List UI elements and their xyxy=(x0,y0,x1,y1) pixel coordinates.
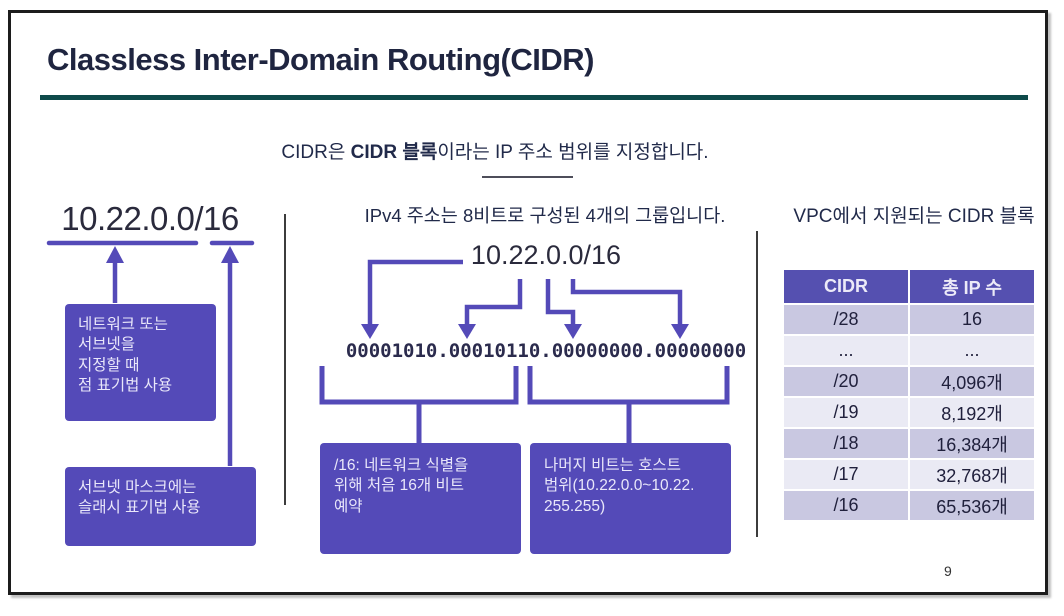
cell-total: 32,768개 xyxy=(910,460,1034,489)
note-slash-notation: 서브넷 마스크에는 슬래시 표기법 사용 xyxy=(65,467,256,546)
cell-total: 4,096개 xyxy=(910,367,1034,396)
table-row: /16 65,536개 xyxy=(784,491,1034,520)
cell-total: 16 xyxy=(910,305,1034,334)
note-dot-notation: 네트워크 또는 서브넷을 지정할 때 점 표기법 사용 xyxy=(65,304,216,421)
table-header-row: CIDR 총 IP 수 xyxy=(784,270,1034,303)
note-network-bits: /16: 네트워크 식별을 위해 처음 16개 비트 예약 xyxy=(320,443,521,554)
cell-total: 16,384개 xyxy=(910,429,1034,458)
subtitle-bold: CIDR 블록 xyxy=(350,142,438,163)
left-middle-divider xyxy=(284,214,286,505)
cell-cidr: ... xyxy=(784,336,908,365)
table-row: /17 32,768개 xyxy=(784,460,1034,489)
cell-cidr: /16 xyxy=(784,491,908,520)
table-row: /20 4,096개 xyxy=(784,367,1034,396)
cidr-table: CIDR 총 IP 수 /28 16 ... ... /20 4,096개 /1… xyxy=(782,268,1036,522)
vpc-cidr-heading: VPC에서 지원되는 CIDR 블록 xyxy=(793,206,1035,227)
table-row: /19 8,192개 xyxy=(784,398,1034,427)
ipv4-heading: IPv4 주소는 8비트로 구성된 4개의 그룹입니다. xyxy=(364,205,726,226)
cell-cidr: /18 xyxy=(784,429,908,458)
middle-right-divider xyxy=(756,231,758,537)
cell-cidr: /20 xyxy=(784,367,908,396)
table-row: /18 16,384개 xyxy=(784,429,1034,458)
cell-total: ... xyxy=(910,336,1034,365)
cell-total: 65,536개 xyxy=(910,491,1034,520)
slide-title: Classless Inter-Domain Routing(CIDR) xyxy=(47,42,594,77)
page-number: 9 xyxy=(944,563,952,579)
binary-octets-text: 00001010.00010110.00000000.00000000 xyxy=(345,340,747,362)
cell-cidr: /28 xyxy=(784,305,908,334)
cell-cidr: /17 xyxy=(784,460,908,489)
col-header-cidr: CIDR xyxy=(784,270,908,303)
left-cidr-text: 10.22.0.0/16 xyxy=(61,200,239,237)
col-header-total-ip: 총 IP 수 xyxy=(910,270,1034,303)
subtitle-post: 이라는 IP 주소 범위를 지정합니다. xyxy=(437,142,709,163)
subtitle-pre: CIDR은 xyxy=(281,142,351,163)
subtitle-underline xyxy=(482,176,573,178)
cell-total: 8,192개 xyxy=(910,398,1034,427)
title-rule xyxy=(40,95,1028,100)
note-host-bits: 나머지 비트는 호스트 범위(10.22.0.0~10.22. 255.255) xyxy=(530,443,731,554)
table-row: ... ... xyxy=(784,336,1034,365)
slide-subtitle: CIDR은 CIDR 블록이라는 IP 주소 범위를 지정합니다. xyxy=(215,137,775,164)
middle-cidr-text: 10.22.0.0/16 xyxy=(470,240,622,270)
table-row: /28 16 xyxy=(784,305,1034,334)
cell-cidr: /19 xyxy=(784,398,908,427)
